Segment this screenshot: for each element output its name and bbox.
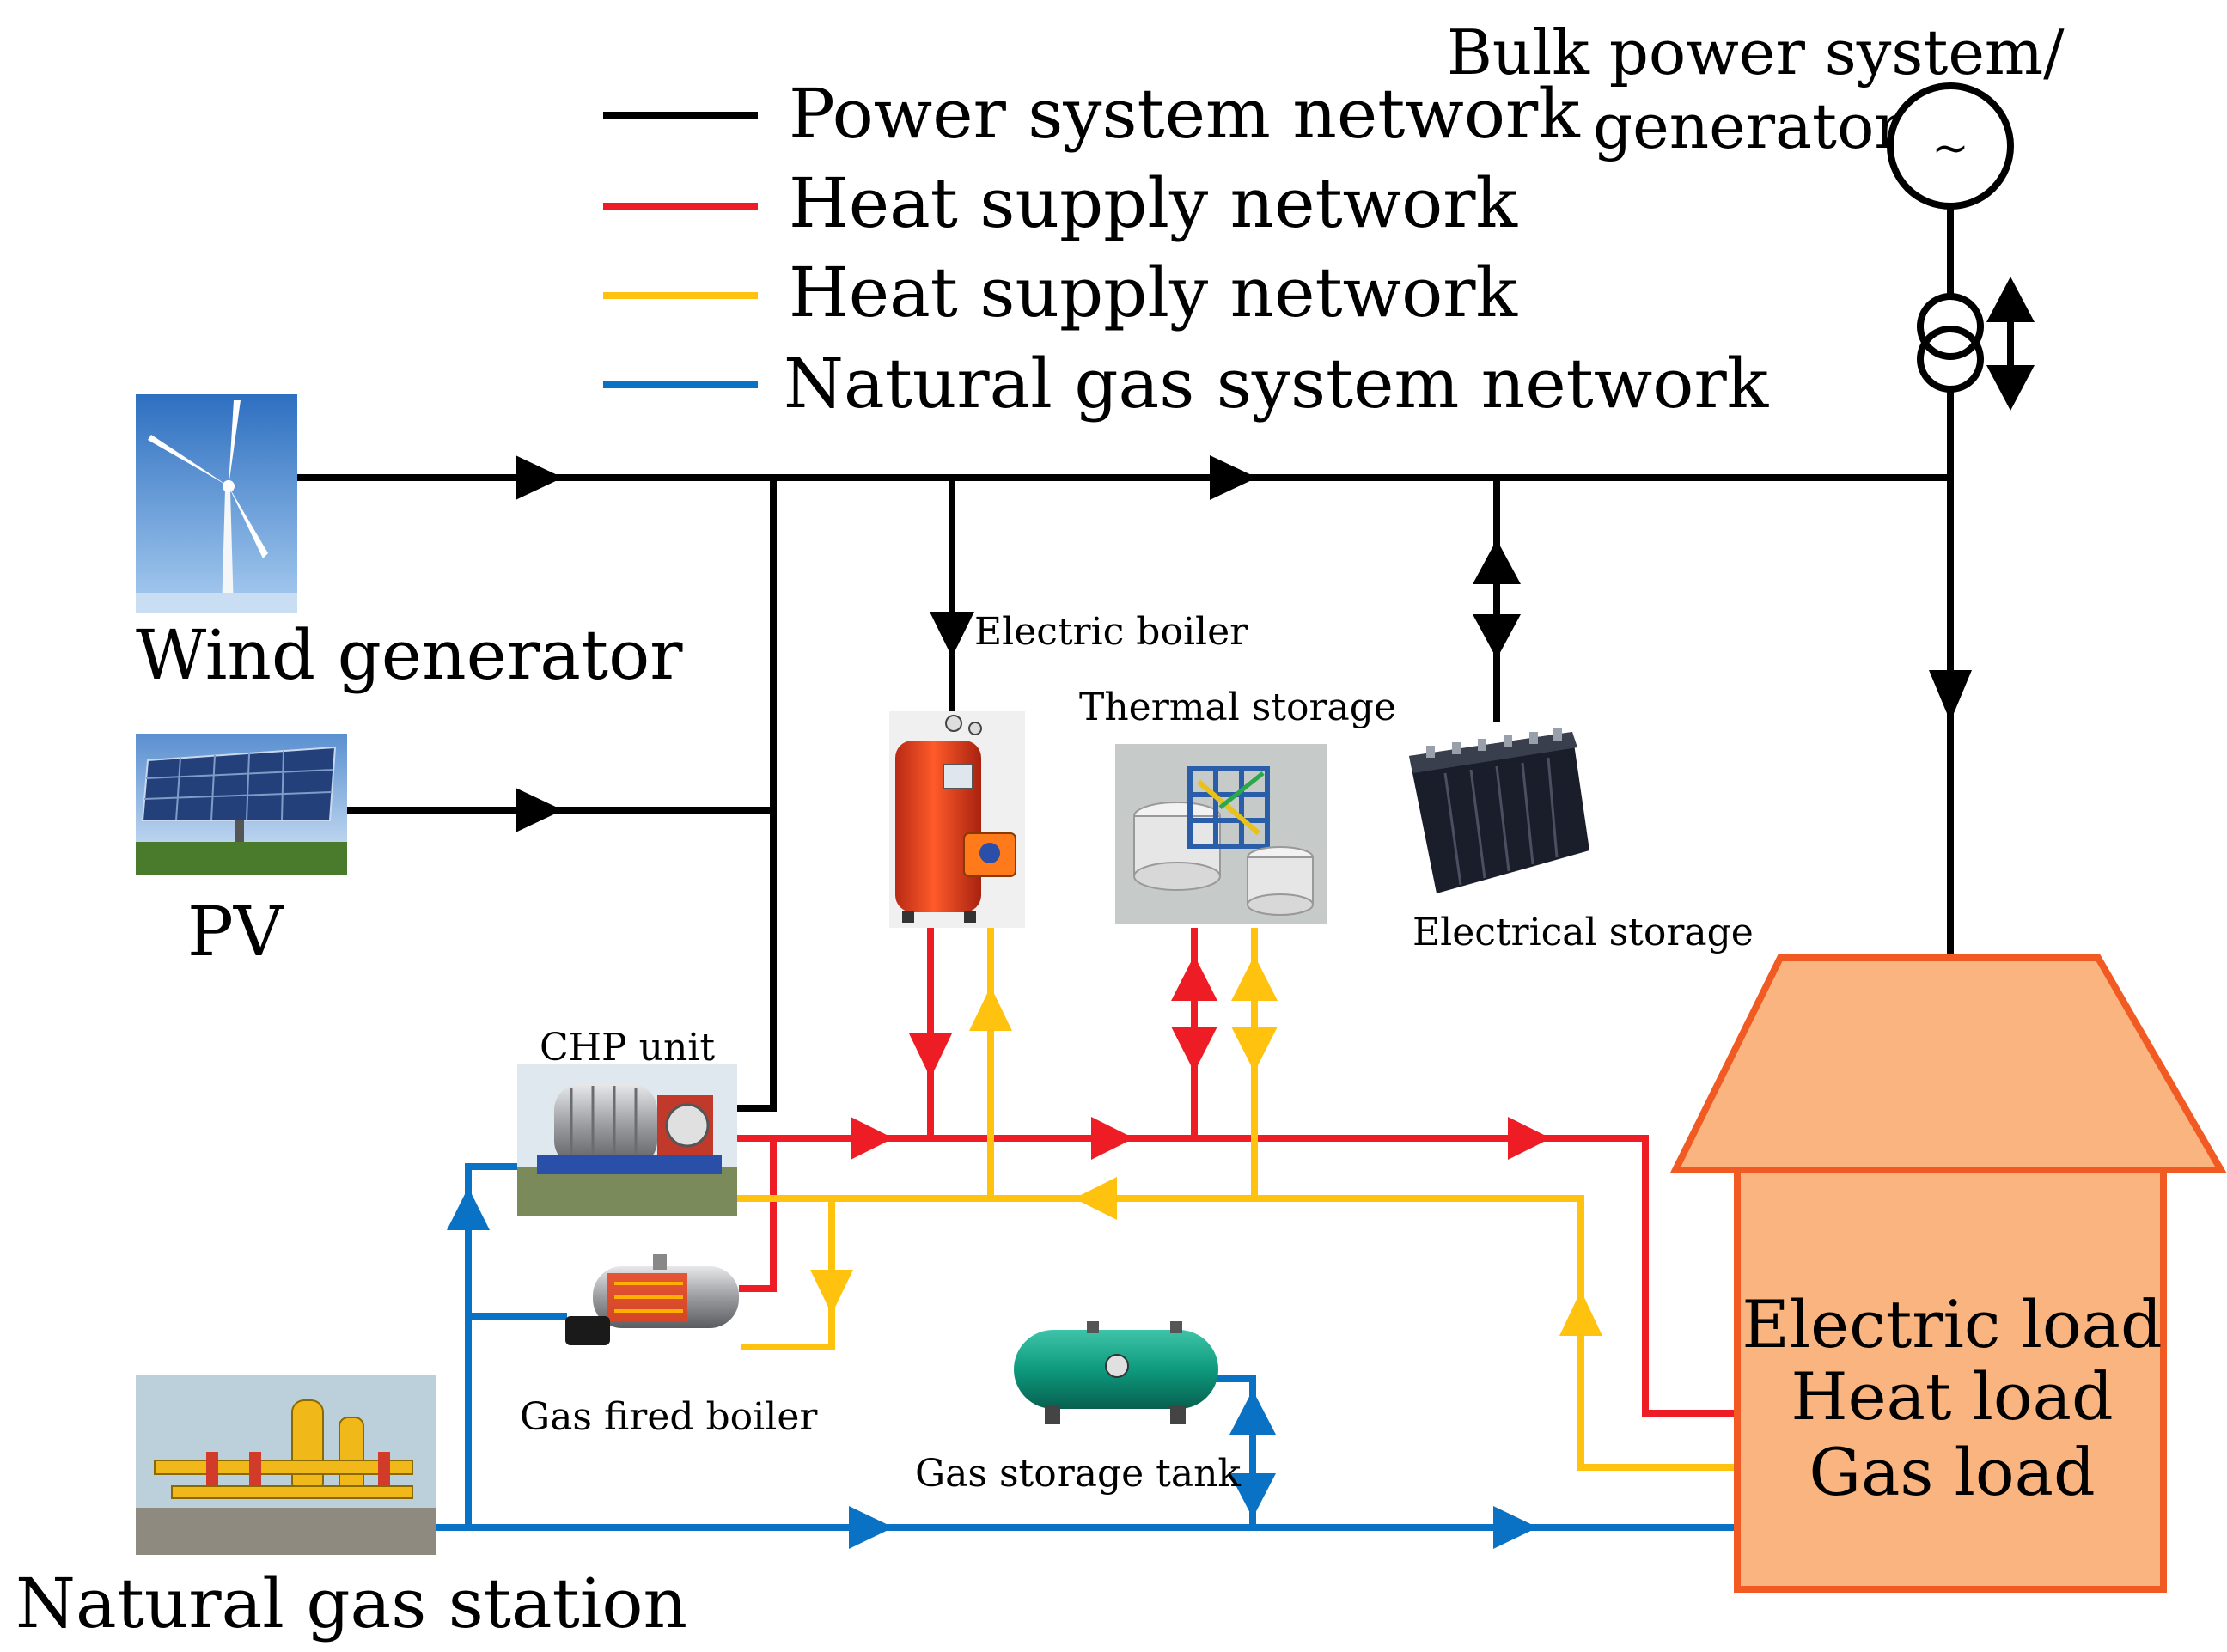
chp-unit-label: CHP unit <box>540 1026 715 1070</box>
legend-item-power: Power system network <box>603 74 1581 154</box>
heat-red-arrow-2 <box>1091 1117 1134 1160</box>
generator-symbol: ~ <box>1931 123 1969 174</box>
bulk-power-label-line2: generator <box>1593 90 1904 162</box>
electric-boiler-label: Electric boiler <box>974 610 1248 654</box>
wind-generator-label: Wind generator <box>136 615 683 695</box>
legend-label-heat-red: Heat supply network <box>789 163 1518 243</box>
gas-station-icon <box>136 1375 436 1555</box>
heat-red-arrow-storage-down <box>1171 1027 1217 1072</box>
heat-yellow-arrow-electric-boiler <box>969 986 1012 1031</box>
heat-red-arrow-storage-up <box>1171 955 1217 1001</box>
heat-red-gas-boiler <box>739 1138 777 1292</box>
electric-boiler-icon <box>889 711 1025 928</box>
power-arrow-bus <box>1210 455 1257 500</box>
gas-arrow-tank-up <box>1229 1390 1276 1435</box>
heat-red-arrow-3 <box>1508 1117 1551 1160</box>
heat-yellow-arrow-storage-up <box>1231 955 1278 1001</box>
gas-boiler-icon <box>565 1254 739 1345</box>
legend-label-heat-yellow: Heat supply network <box>789 253 1518 332</box>
bulk-down-arrow <box>1929 670 1972 722</box>
power-arrow-wind <box>516 455 563 500</box>
generator-icon: ~ <box>1887 82 2014 210</box>
chp-turbine-icon <box>517 1064 737 1216</box>
thermal-storage-label: Thermal storage <box>1079 686 1396 729</box>
gas-arrow-tank-down <box>1229 1473 1276 1518</box>
heat-yellow-arrow-left <box>1074 1177 1117 1220</box>
power-arrow-storage-down <box>1473 614 1521 659</box>
load-gas-label: Gas load <box>1809 1434 2095 1510</box>
load-heat-label: Heat load <box>1791 1358 2113 1435</box>
load-house-body <box>1734 1167 2167 1593</box>
legend-item-heat-yellow: Heat supply network <box>603 253 1518 332</box>
power-arrow-electric-boiler <box>930 612 974 657</box>
power-line-chp <box>737 478 777 1112</box>
gas-fired-boiler-label: Gas fired boiler <box>520 1395 818 1439</box>
solar-panel-icon <box>136 734 347 875</box>
gas-tank-icon <box>1014 1321 1218 1424</box>
transformer-bidirectional-arrow <box>1986 277 2035 411</box>
heat-yellow-arrow-storage-down <box>1231 1027 1278 1072</box>
load-electric-label: Electric load <box>1742 1286 2162 1362</box>
power-arrow-storage-up <box>1473 539 1521 584</box>
heat-yellow-arrow-up-return <box>1559 1290 1602 1336</box>
electrical-storage-label: Electrical storage <box>1412 911 1754 954</box>
gas-arrow-chp <box>447 1187 490 1230</box>
legend-label-gas: Natural gas system network <box>784 344 1770 424</box>
load-house-roof <box>1669 954 2227 1173</box>
power-arrow-pv <box>516 788 563 832</box>
transformer-icon <box>1917 293 1984 393</box>
load-house: Electric load Heat load Gas load <box>1669 954 2227 1593</box>
gas-storage-tank-label: Gas storage tank <box>915 1452 1241 1496</box>
legend-item-heat-red: Heat supply network <box>603 163 1518 243</box>
natural-gas-station-label: Natural gas station <box>15 1564 687 1643</box>
heat-red-arrow-1 <box>851 1117 894 1160</box>
gas-line-chp <box>465 1163 520 1527</box>
gas-arrow-2 <box>1493 1506 1538 1549</box>
heat-yellow-gas-boiler <box>741 1198 835 1350</box>
heat-yellow-arrow-down-gas-boiler <box>810 1270 853 1314</box>
battery-bank-icon <box>1409 728 1589 893</box>
wind-turbine-icon <box>136 394 297 613</box>
thermal-storage-plant-icon <box>1115 744 1327 924</box>
bulk-power-label-line1: Bulk power system/ <box>1447 16 2065 88</box>
heat-red-main <box>737 1135 1744 1417</box>
legend: Power system network Heat supply network… <box>603 74 1770 424</box>
pv-label: PV <box>187 892 284 972</box>
legend-item-gas: Natural gas system network <box>603 344 1770 424</box>
legend-label-power: Power system network <box>789 74 1581 154</box>
heat-red-arrow-electric-boiler <box>909 1033 952 1078</box>
gas-arrow-1 <box>849 1506 894 1549</box>
